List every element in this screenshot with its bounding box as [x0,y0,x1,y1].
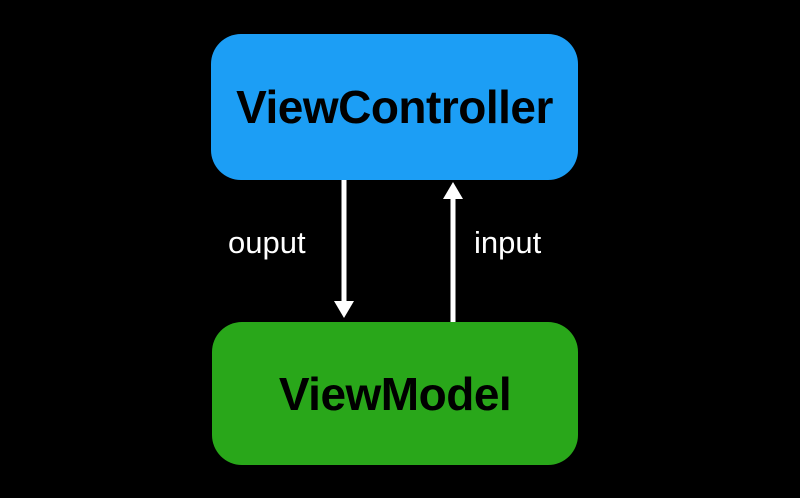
node-viewcontroller: ViewController [211,34,578,180]
edge-label-output: ouput [228,225,306,260]
edge-label-input: input [474,225,542,260]
node-viewmodel-label: ViewModel [278,367,512,420]
node-viewmodel: ViewModel [212,322,578,465]
arrow-up-icon [443,182,463,322]
arrow-down-icon [334,180,354,318]
node-viewcontroller-label: ViewController [236,81,553,133]
